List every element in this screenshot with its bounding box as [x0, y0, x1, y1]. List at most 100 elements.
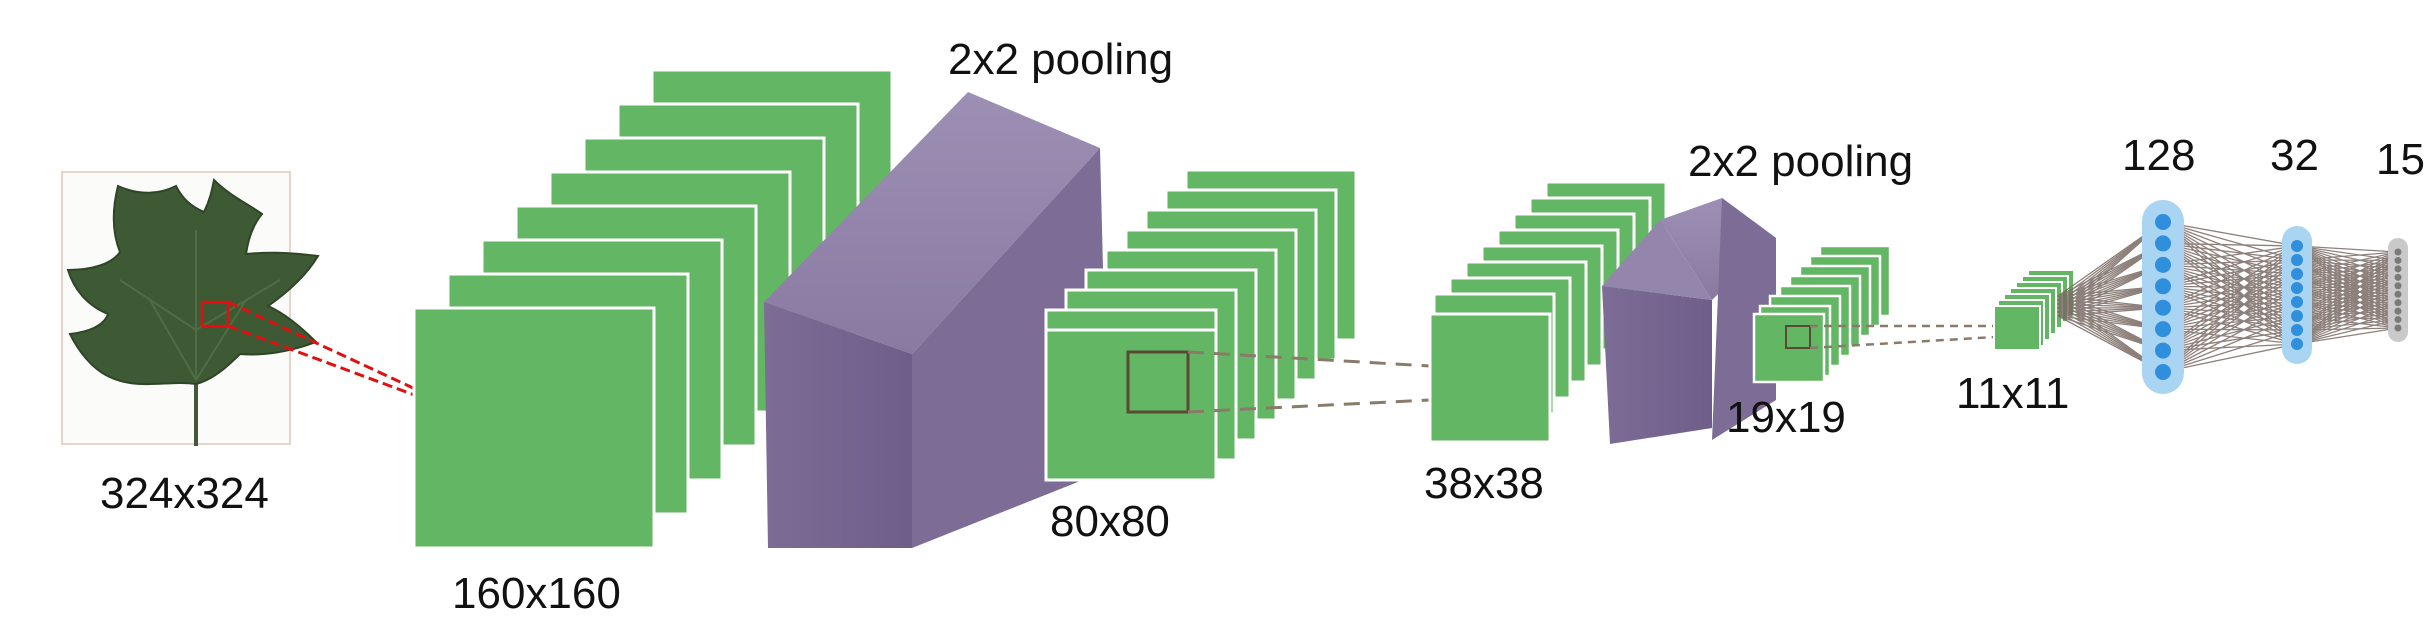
connection-line [2162, 259, 2298, 266]
conv2-size-label: 80x80 [1050, 497, 1170, 546]
conv5-size-label: 11x11 [1956, 369, 2070, 418]
connection-line [2296, 276, 2399, 317]
connection-line [2162, 329, 2298, 373]
conv4-kernel-box [1785, 325, 1811, 349]
connection-line [2296, 251, 2399, 303]
fc1-node [2155, 278, 2171, 295]
connection-line [2296, 318, 2399, 345]
fc2-nodes [2291, 240, 2303, 350]
fc2-node [2291, 296, 2303, 308]
connection-line [2296, 251, 2399, 261]
leaf-icon [66, 177, 320, 446]
pool1-label: 2x2 pooling [948, 35, 1174, 84]
connection-line [2162, 245, 2298, 330]
connection-line [2162, 273, 2298, 352]
connection-line [2296, 245, 2399, 253]
connection-line [2162, 259, 2298, 330]
connection-line [2162, 264, 2298, 275]
connection-line [2162, 245, 2298, 352]
connection-line [2296, 327, 2399, 345]
fc2-capsule [2282, 226, 2312, 364]
connection-line [2296, 251, 2399, 331]
connection-line [2296, 293, 2399, 317]
connection-line [2162, 221, 2298, 247]
connection-line [2296, 285, 2399, 331]
connection-line [2162, 242, 2298, 275]
fc1-nodes [2155, 214, 2171, 380]
connection-line [2162, 221, 2298, 261]
fc2-units-label: 32 [2270, 131, 2319, 180]
conv1-size-label: 160x160 [452, 569, 621, 618]
connection-line [2162, 221, 2298, 275]
connection-line [2296, 285, 2399, 345]
connection-line [2162, 343, 2298, 352]
fc2-node [2291, 268, 2303, 280]
connection-line [2162, 287, 2298, 373]
fc1-node [2155, 256, 2171, 273]
fc1-units-label: 128 [2122, 131, 2196, 180]
connection-line [2296, 302, 2399, 317]
connection-line [2296, 310, 2399, 345]
connection-line [2296, 251, 2399, 345]
connection-line [2296, 285, 2399, 317]
connection-line [2162, 245, 2298, 309]
fc2-layer [2282, 226, 2312, 364]
fc1-to-fc2-connections [2162, 221, 2298, 373]
connection-line [2162, 245, 2298, 266]
connection-line [2162, 259, 2298, 352]
connection-line [2162, 242, 2298, 261]
connection-line [2162, 329, 2298, 352]
connection-line [2162, 287, 2298, 352]
connection-line [2296, 310, 2399, 331]
output-node [2394, 265, 2402, 273]
connection-line [2296, 259, 2399, 317]
connection-line [2162, 259, 2298, 309]
fc1-node [2155, 321, 2171, 338]
conv2-connection-lines [1187, 350, 1431, 414]
connection-line [2296, 259, 2399, 345]
output-node [2394, 273, 2402, 281]
connection-line [2296, 302, 2399, 345]
connection-line [2296, 293, 2399, 345]
fc2-node [2291, 240, 2303, 252]
input-size-label: 324x324 [100, 469, 269, 518]
fc1-node [2155, 364, 2171, 380]
output-node [2394, 290, 2402, 298]
connection-line [2296, 251, 2399, 317]
connection-line [2296, 310, 2399, 317]
fc2-node [2291, 324, 2303, 336]
output-units-label: 15 [2376, 135, 2425, 184]
fc1-node [2155, 235, 2171, 252]
connection-line [2296, 268, 2399, 331]
fc1-node [2155, 299, 2171, 316]
output-node [2394, 299, 2402, 307]
fc1-node [2155, 342, 2171, 359]
connection-line [2162, 242, 2298, 247]
output-node [2394, 282, 2402, 290]
fc1-capsule [2142, 200, 2184, 394]
connection-line [2162, 315, 2298, 373]
connection-line [2296, 268, 2399, 345]
connection-line [2162, 343, 2298, 373]
conv1-feature-maps [412, 68, 894, 550]
connection-line [2162, 245, 2298, 287]
connection-line [2296, 268, 2399, 317]
fc2-node [2291, 254, 2303, 266]
connection-line [2162, 245, 2298, 373]
fc1-layer [2142, 200, 2184, 394]
connection-line [2296, 251, 2399, 289]
connection-line [2162, 259, 2298, 287]
output-node [2394, 256, 2402, 264]
conv4-connection-lines [1809, 324, 2013, 350]
connection-line [2162, 273, 2298, 287]
fc2-to-output-connections [2296, 245, 2399, 345]
connection-line [2162, 301, 2298, 373]
fc2-node [2291, 282, 2303, 294]
fc2-node [2291, 338, 2303, 350]
connection-line [2162, 273, 2298, 330]
output-node [2394, 307, 2402, 315]
output-node [2394, 248, 2402, 256]
connection-line [2296, 276, 2399, 345]
